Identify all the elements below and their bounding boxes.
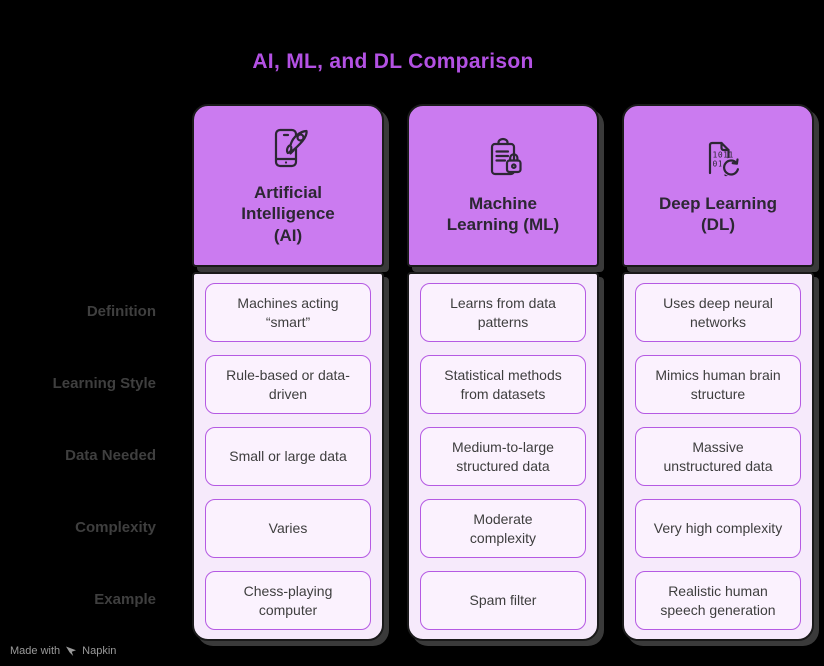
cell-ai-complexity: Varies — [205, 499, 371, 558]
column-title-dl: Deep Learning (DL) — [658, 193, 778, 234]
cell-dl-definition: Uses deep neural networks — [635, 283, 801, 342]
phone-rocket-icon — [260, 121, 316, 177]
column-header-ml: Machine Learning (ML) — [407, 104, 599, 267]
column-body-ml: Learns from data patterns Statistical me… — [407, 272, 599, 641]
row-label-data-needed: Data Needed — [65, 447, 156, 464]
cell-ml-complexity: Moderate complexity — [420, 499, 586, 558]
clipboard-lock-icon — [475, 132, 531, 188]
column-body-dl: Uses deep neural networks Mimics human b… — [622, 272, 814, 641]
column-ml: Machine Learning (ML) Learns from data p… — [407, 104, 599, 641]
cell-ml-data-needed: Medium-to-large structured data — [420, 427, 586, 486]
cell-ai-example: Chess-playing computer — [205, 571, 371, 630]
cell-ai-data-needed: Small or large data — [205, 427, 371, 486]
column-body-ai: Machines acting “smart” Rule-based or da… — [192, 272, 384, 641]
column-title-ai: Artificial Intelligence (AI) — [241, 183, 335, 245]
cell-dl-complexity: Very high complexity — [635, 499, 801, 558]
svg-text:1011: 1011 — [713, 150, 734, 159]
cell-ml-learning-style: Statistical methods from datasets — [420, 355, 586, 414]
cell-dl-data-needed: Massive unstructured data — [635, 427, 801, 486]
binary-document-refresh-icon: 1011 01 — [690, 132, 746, 188]
watermark: Made with Napkin — [10, 645, 116, 657]
column-header-ai: Artificial Intelligence (AI) — [192, 104, 384, 267]
cell-ml-definition: Learns from data patterns — [420, 283, 586, 342]
watermark-prefix: Made with — [10, 645, 61, 657]
cell-dl-example: Realistic human speech generation — [635, 571, 801, 630]
comparison-columns: Artificial Intelligence (AI) Machines ac… — [192, 104, 814, 641]
column-header-dl: 1011 01 Deep Learning (DL) — [622, 104, 814, 267]
cell-dl-learning-style: Mimics human brain structure — [635, 355, 801, 414]
column-dl: 1011 01 Deep Learning (DL) Uses deep neu… — [622, 104, 814, 641]
napkin-logo-icon — [65, 645, 77, 657]
page-title: AI, ML, and DL Comparison — [252, 50, 534, 73]
column-title-ml: Machine Learning (ML) — [446, 193, 560, 234]
column-ai: Artificial Intelligence (AI) Machines ac… — [192, 104, 384, 641]
row-label-complexity: Complexity — [75, 519, 156, 536]
row-label-learning-style: Learning Style — [52, 375, 156, 392]
row-label-definition: Definition — [86, 303, 156, 320]
svg-text:01: 01 — [713, 159, 724, 168]
watermark-brand: Napkin — [82, 645, 117, 657]
cell-ai-learning-style: Rule-based or data- driven — [205, 355, 371, 414]
cell-ai-definition: Machines acting “smart” — [205, 283, 371, 342]
row-label-example: Example — [94, 591, 156, 608]
cell-ml-example: Spam filter — [420, 571, 586, 630]
